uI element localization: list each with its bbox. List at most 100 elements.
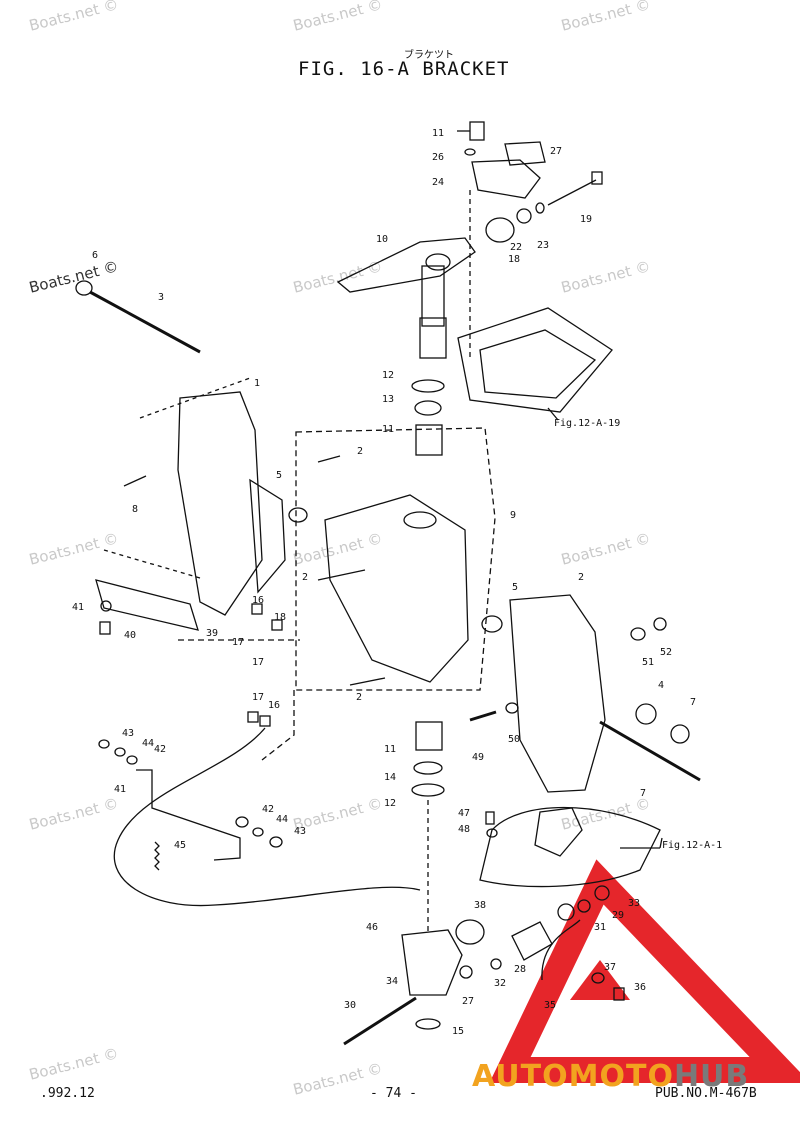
callout-11b: 11 — [384, 744, 396, 755]
clamp-bolt-3 — [89, 290, 201, 354]
callout-16: 16 — [252, 595, 264, 606]
callout-43: 43 — [122, 728, 134, 739]
callout-6b: 7 — [690, 697, 696, 708]
washer-12 — [411, 379, 445, 393]
callout-8: 8 — [132, 504, 138, 515]
callout-52: 52 — [660, 647, 672, 658]
callout-12: 12 — [382, 370, 394, 381]
callout-24: 26 — [432, 152, 444, 163]
bolt-8 — [123, 475, 147, 487]
callout-50: 50 — [508, 734, 520, 745]
callout-9: 9 — [510, 510, 516, 521]
callout-22: 24 — [432, 177, 444, 188]
callout-49: 49 — [472, 752, 484, 763]
callout-33: 34 — [386, 976, 398, 987]
callout-47: 47 — [458, 808, 470, 819]
stern-bracket-2 — [509, 594, 606, 793]
callout-41: 41 — [114, 784, 126, 795]
ref-fig-12-a-19: Fig.12-A-19 — [554, 418, 620, 429]
footer-date: .992.12 — [40, 1086, 95, 1101]
lower-mount-ref — [479, 806, 661, 888]
callout-36: 37 — [604, 962, 616, 973]
callout-4: 4 — [658, 680, 664, 691]
cable-46 — [113, 727, 421, 907]
callout-42: 42 — [154, 744, 166, 755]
callout-18b: 18 — [274, 612, 286, 623]
washer-24 — [464, 148, 476, 156]
callout-numbers: 11 26 24 27 19 23 22 10 18 6 3 12 13 11 … — [72, 128, 722, 1037]
clamp-bracket-1 — [177, 391, 263, 616]
callout-23: 11 — [432, 128, 444, 139]
callout-25: 27 — [550, 146, 562, 157]
callout-17c: 17 — [252, 692, 264, 703]
swivel-bracket-9 — [324, 494, 469, 683]
callout-3: 3 — [158, 292, 164, 303]
callout-19: 19 — [580, 214, 592, 225]
clip-15 — [415, 1018, 441, 1030]
callout-20: 22 — [510, 242, 522, 253]
callout-30: 31 — [594, 922, 606, 933]
figure-title: FIG. 16-A BRACKET — [298, 58, 510, 80]
bolt-23 — [469, 121, 485, 141]
link-34 — [541, 919, 581, 981]
bearing-13 — [414, 400, 442, 416]
plate-38 — [95, 579, 199, 631]
callout-48: 48 — [458, 824, 470, 835]
callout-37: 38 — [474, 900, 486, 911]
ref-fig-12-a-1: Fig.12-A-1 — [662, 840, 722, 851]
bushing-11-lower — [415, 721, 443, 751]
callout-6: 6 — [92, 250, 98, 261]
callout-26: 27 — [462, 996, 474, 1007]
callout-29: 29 — [612, 910, 624, 921]
plate-25 — [504, 141, 546, 166]
automotohub-logo-text: AUTOMOTOHUB — [472, 1059, 749, 1094]
callout-51: 51 — [642, 657, 654, 668]
engine-base-ref — [457, 307, 613, 413]
callout-38: 39 — [206, 628, 218, 639]
callout-18: 18 — [508, 254, 520, 265]
callout-45: 45 — [174, 840, 186, 851]
callout-12b: 12 — [384, 798, 396, 809]
callout-42b: 42 — [262, 804, 274, 815]
callout-40: 41 — [72, 602, 84, 613]
bolt-28 — [343, 996, 417, 1046]
callout-17b: 17 — [252, 657, 264, 668]
callout-32: 33 — [628, 898, 640, 909]
title-kana: ブラケツト — [404, 50, 454, 61]
callout-17: 17 — [232, 637, 244, 648]
callout-2c: 2 — [578, 572, 584, 583]
swivel-shaft — [421, 265, 445, 327]
callout-43b: 43 — [294, 826, 306, 837]
callout-2: 2 — [357, 446, 363, 457]
callout-44b: 44 — [276, 814, 288, 825]
callout-7: 7 — [640, 788, 646, 799]
callout-13: 13 — [382, 394, 394, 405]
callout-1: 1 — [254, 378, 260, 389]
callout-16b: 16 — [268, 700, 280, 711]
bushing-11 — [415, 424, 443, 456]
callout-44: 44 — [142, 738, 154, 749]
bracket-26 — [401, 929, 463, 996]
callout-31: 32 — [494, 978, 506, 989]
clamp-22 — [471, 159, 541, 199]
callout-28: 30 — [344, 1000, 356, 1011]
callout-11: 11 — [382, 424, 394, 435]
tilt-rod-7 — [599, 720, 701, 782]
callout-14: 14 — [384, 772, 396, 783]
cap-37 — [455, 919, 485, 945]
callout-5b: 5 — [512, 582, 518, 593]
bracket-41 — [136, 769, 241, 861]
swivel-bracket-box-9 — [295, 427, 496, 691]
callout-35: 36 — [634, 982, 646, 993]
logo-word-a: AUTOMOTO — [472, 1059, 674, 1094]
callout-21: 23 — [537, 240, 549, 251]
callout-46: 46 — [366, 922, 378, 933]
steering-arm-10 — [336, 237, 476, 293]
spring-45 — [154, 841, 160, 871]
footer-page-number: - 74 - — [370, 1086, 417, 1101]
washer-5 — [288, 507, 308, 523]
callout-39: 40 — [124, 630, 136, 641]
red-triangle-logo — [489, 859, 800, 1083]
callout-2d: 2 — [356, 692, 362, 703]
